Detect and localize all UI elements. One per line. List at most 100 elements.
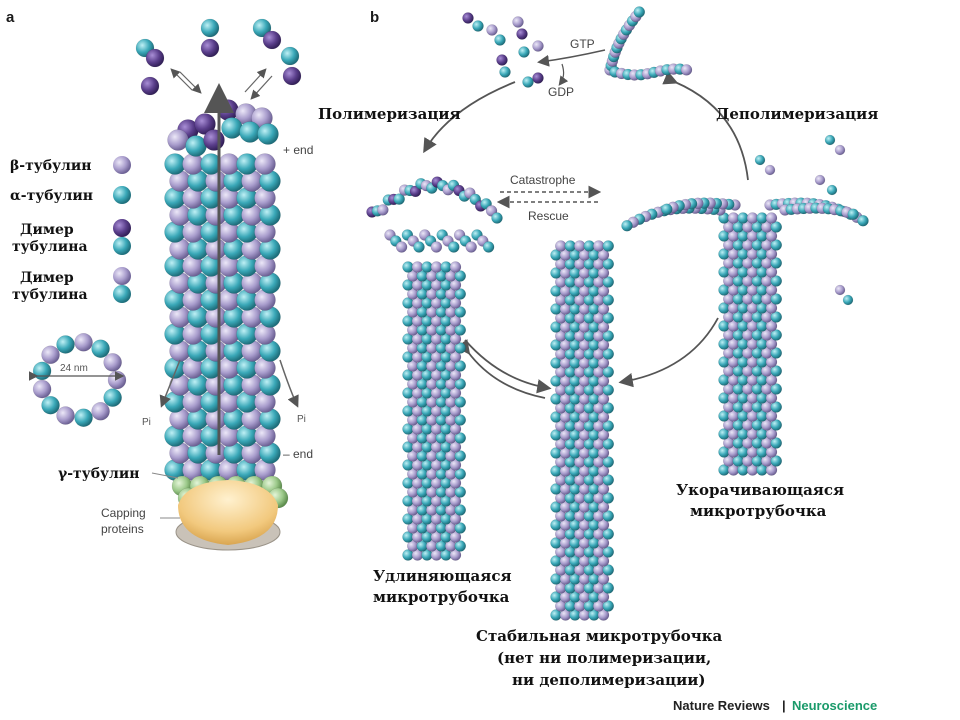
free-dimer-subunit: [262, 30, 282, 50]
ring-subunit: [103, 388, 122, 407]
microtubule-column-a: [164, 99, 281, 481]
legend-dimer2-bottom: [113, 285, 131, 303]
growing-mt-tip-subunit: [413, 241, 425, 253]
credit-journal: Nature Reviews: [673, 698, 770, 713]
growing-mt-subunit: [454, 504, 466, 516]
free-gtp-dimer: [496, 54, 508, 66]
pi-left-label: Pi: [142, 417, 151, 428]
legend-alpha-swatch: [113, 186, 131, 204]
free-dimers-top-a: [135, 18, 302, 96]
ring-subunit: [32, 379, 52, 399]
growing-mt-subunit: [454, 378, 466, 390]
stable-mt-subunit: [602, 402, 614, 414]
stable-mt-subunit: [597, 267, 610, 279]
stable-mt-subunit: [602, 528, 614, 540]
free-dimer-subunit: [140, 76, 160, 96]
ring-subunit: [74, 333, 93, 352]
growing-mt-subunit: [449, 495, 462, 507]
gtp-label: GTP: [570, 37, 595, 51]
stable-mt-subunit: [602, 546, 614, 558]
cross-section-ring: [32, 333, 127, 427]
free-dimer-subunit: [282, 66, 302, 86]
growing-mt-tip-subunit: [430, 241, 443, 253]
growing-mt-subunit: [449, 297, 462, 309]
stable-mt-subunit: [597, 285, 610, 297]
stable-mt-subunit: [602, 438, 614, 450]
growing-mt-tip-subunit: [393, 193, 405, 205]
free-gtp-dimer: [499, 66, 511, 78]
stable-label-line2: (нет ни полимеризации,: [497, 649, 711, 667]
shrinking-mt-subunit: [770, 401, 782, 413]
shrinking-mt-subunit: [770, 347, 782, 359]
cycle-arrows: [423, 71, 749, 399]
growing-mt-tip-subunit: [465, 241, 477, 253]
free-subunits-b: [462, 12, 544, 88]
shrinking-mt-subunit: [770, 293, 782, 305]
stable-microtubule: [550, 240, 614, 621]
shrinking-label-line2: микротрубочка: [690, 502, 827, 520]
stable-label-line1: Стабильная микротрубочка: [476, 627, 723, 645]
released-dimer-subunit: [834, 144, 846, 156]
capping-label-line2: proteins: [101, 522, 144, 536]
column-a-plus-end-subunit: [239, 121, 261, 143]
legend-beta-label: β-тубулин: [10, 158, 92, 174]
peeling-protofilament-subunit: [847, 208, 859, 220]
stable-mt-subunit: [602, 294, 614, 306]
stable-mt-subunit: [602, 258, 614, 270]
shrinking-mt-subunit: [765, 284, 778, 296]
curl-top-subunit: [680, 64, 693, 76]
release-arrows-a: [170, 68, 273, 100]
growing-mt-subunit: [454, 468, 466, 480]
stable-mt-subunit: [597, 393, 610, 405]
legend-beta-swatch: [113, 156, 131, 174]
released-dimer-subunit: [834, 284, 846, 296]
journal-credit: Nature Reviews | Neuroscience: [673, 698, 877, 713]
stable-mt-subunit: [597, 483, 610, 495]
growing-mt-subunit: [454, 306, 466, 318]
stable-mt-subunit: [597, 321, 610, 333]
shrinking-mt-subunit: [770, 311, 782, 323]
stable-label-line3: ни деполимеризации): [512, 671, 705, 689]
growing-mt-tip-subunit: [395, 241, 408, 253]
released-dimer-subunit: [754, 154, 766, 166]
growing-mt-subunit: [449, 387, 462, 399]
free-gtp-dimer: [462, 12, 474, 24]
curl-top-subunit: [633, 6, 646, 18]
growing-mt-tip-subunit: [482, 241, 495, 253]
shrinking-mt-subunit: [765, 428, 778, 440]
shrinking-mt-subunit: [770, 221, 782, 233]
polymerization-label: Полимеризация: [318, 105, 461, 123]
free-gtp-dimer: [518, 46, 530, 58]
ring-subunit: [107, 370, 127, 390]
credit-section: Neuroscience: [792, 698, 877, 713]
shrinking-mt-subunit: [770, 275, 782, 287]
capping-label-line1: Capping: [101, 506, 146, 520]
catastrophe-rescue-arrows: [496, 185, 602, 209]
gtp-gdp-exchange: [537, 49, 606, 86]
stable-mt-subunit: [602, 384, 614, 396]
stable-mt-subunit: [602, 240, 614, 252]
stable-mt-subunit: [597, 501, 610, 513]
pi-right-label: Pi: [297, 414, 306, 425]
free-gtp-dimer: [532, 40, 544, 52]
stable-mt-subunit: [602, 348, 614, 360]
ring-subunit: [56, 335, 75, 354]
stable-mt-subunit: [597, 339, 610, 351]
shrinking-mt-subunit: [765, 464, 778, 476]
shrinking-microtubule: [621, 134, 869, 476]
stable-mt-subunit: [602, 600, 614, 612]
growing-mt-subunit: [449, 477, 462, 489]
growing-mt-subunit: [454, 486, 466, 498]
growing-mt-subunit: [454, 432, 466, 444]
growing-mt-subunit: [449, 531, 462, 543]
growing-mt-subunit: [449, 459, 462, 471]
growing-mt-subunit: [449, 441, 462, 453]
shrinking-mt-subunit: [770, 437, 782, 449]
shrinking-mt-subunit: [765, 248, 778, 260]
peeling-protofilament-subunit: [621, 219, 633, 232]
stable-mt-subunit: [602, 474, 614, 486]
growing-label-line1: Удлиняющаяся: [373, 567, 512, 585]
shrinking-mt-subunit: [770, 455, 782, 467]
stable-mt-subunit: [602, 312, 614, 324]
